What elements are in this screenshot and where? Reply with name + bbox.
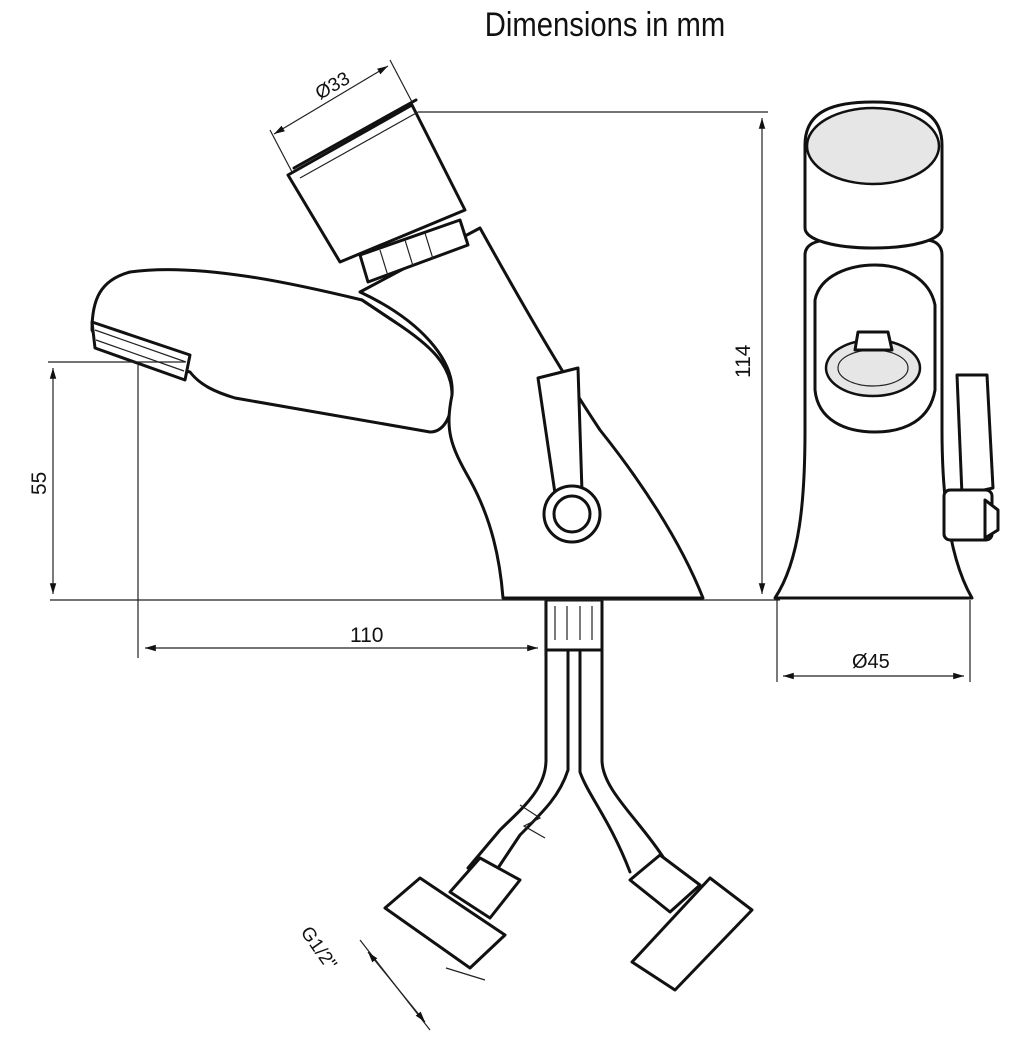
dimension-lines bbox=[48, 59, 971, 1031]
label-connection-thread: G1/2" bbox=[296, 923, 341, 974]
front-view bbox=[773, 100, 1000, 600]
left-fitting bbox=[383, 876, 507, 970]
drawing-title: Dimensions in mm bbox=[484, 6, 726, 44]
side-view bbox=[90, 98, 754, 992]
spout bbox=[90, 268, 454, 434]
lever-hub bbox=[542, 484, 602, 544]
label-base-diameter: Ø45 bbox=[852, 651, 890, 673]
aerator bbox=[90, 320, 192, 382]
supply-hoses bbox=[383, 598, 754, 992]
front-lever bbox=[955, 373, 995, 497]
label-projection: 110 bbox=[350, 624, 383, 647]
button-stem bbox=[358, 218, 470, 284]
label-height: 114 bbox=[732, 344, 755, 378]
right-fitting bbox=[630, 876, 754, 992]
label-spout-height: 55 bbox=[28, 472, 51, 495]
